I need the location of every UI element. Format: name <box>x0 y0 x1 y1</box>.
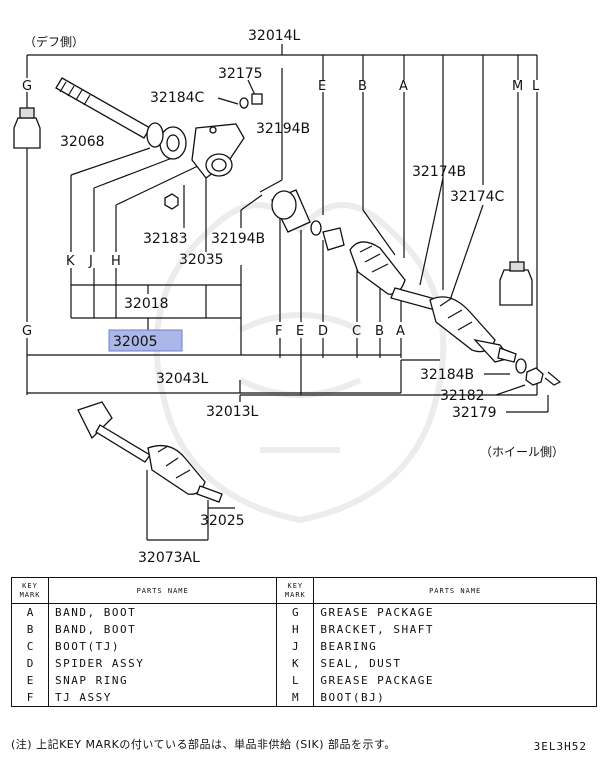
part-grease-package-l <box>499 261 533 306</box>
parts-name-cell: SPIDER ASSY <box>47 655 278 672</box>
table-row: E SNAP RING L GREASE PACKAGE <box>11 672 597 689</box>
drawing-code: 3EL3H52 <box>533 740 587 753</box>
leader-lines <box>26 44 549 541</box>
key-mark-cell: B <box>11 621 49 638</box>
parts-name-cell: BOOT(TJ) <box>47 638 278 655</box>
label-32025[interactable]: 32025 <box>200 513 245 529</box>
label-32014L[interactable]: 32014L <box>248 28 301 44</box>
part-snap-ring-e <box>310 220 322 236</box>
label-32043L[interactable]: 32043L <box>156 371 209 387</box>
key-mark-cell: M <box>276 689 315 707</box>
label-32174B[interactable]: 32174B <box>412 164 466 180</box>
key-letter: B <box>375 324 384 339</box>
key-letter: J <box>88 254 93 269</box>
table-row: F TJ ASSY M BOOT(BJ) <box>11 689 597 707</box>
key-letter: A <box>396 324 405 339</box>
label-32174C[interactable]: 32174C <box>450 189 505 205</box>
key-mark-cell: C <box>11 638 49 655</box>
parts-name-cell: BRACKET, SHAFT <box>313 621 597 638</box>
parts-diagram: （デフ側） （ホイール側） 32014L 32175 32184C 32068 … <box>13 28 564 566</box>
parts-name-cell: SEAL, DUST <box>313 655 597 672</box>
key-letter: L <box>532 79 540 94</box>
wheel-side-label: （ホイール側） <box>480 445 564 459</box>
key-letter: G <box>22 79 32 94</box>
key-letter: C <box>352 324 361 339</box>
key-mark-cell: L <box>276 672 315 689</box>
key-mark-cell: G <box>276 603 315 621</box>
highlight-32005 <box>108 329 183 352</box>
part-dust-seal-k <box>146 122 164 148</box>
label-32035[interactable]: 32035 <box>179 252 224 268</box>
part-bearing-j <box>159 126 187 160</box>
key-mark-cell: D <box>11 655 49 672</box>
key-letters: G E B A M L K J H G F E D C B A <box>22 79 540 339</box>
key-mark-legend-table: KEY MARK PARTS NAME KEY MARK PARTS NAME … <box>11 577 597 707</box>
key-mark-cell: A <box>11 603 49 621</box>
label-32184C[interactable]: 32184C <box>150 90 205 106</box>
key-mark-cell: E <box>11 672 49 689</box>
part-tj-assy-f <box>271 189 311 233</box>
part-boot-tj-c <box>349 241 406 295</box>
table-row: B BAND, BOOT H BRACKET, SHAFT <box>11 621 597 638</box>
label-32179[interactable]: 32179 <box>452 405 497 421</box>
part-outer-joint <box>473 338 517 363</box>
key-letter: E <box>318 79 326 94</box>
key-letter: K <box>66 254 75 269</box>
part-nut-32183 <box>164 193 179 210</box>
parts-name-cell: SNAP RING <box>47 672 278 689</box>
key-mark-cell: H <box>276 621 315 638</box>
diff-side-label: （デフ側） <box>24 34 84 49</box>
key-letter: A <box>399 79 408 94</box>
parts-name-cell: BEARING <box>313 638 597 655</box>
key-mark-header: KEY MARK <box>11 577 49 604</box>
part-inner-shaft-32068 <box>55 77 151 139</box>
key-letter: B <box>358 79 367 94</box>
key-letter: E <box>296 324 304 339</box>
label-32183[interactable]: 32183 <box>143 231 188 247</box>
label-32184B[interactable]: 32184B <box>420 367 474 383</box>
table-row: D SPIDER ASSY K SEAL, DUST <box>11 655 597 672</box>
parts-name-cell: GREASE PACKAGE <box>313 603 597 621</box>
label-32005[interactable]: 32005 <box>113 334 158 350</box>
key-mark-cell: J <box>276 638 315 655</box>
part-bolt-32175 <box>239 93 263 109</box>
label-32182[interactable]: 32182 <box>440 388 485 404</box>
label-32175[interactable]: 32175 <box>218 66 263 82</box>
parts-name-cell: BAND, BOOT <box>47 621 278 638</box>
part-number-labels: 32014L 32175 32184C 32068 32194B 32174B … <box>60 28 505 566</box>
part-bracket-h <box>191 123 245 179</box>
label-32073AL[interactable]: 32073AL <box>138 550 200 566</box>
label-32013L[interactable]: 32013L <box>206 404 259 420</box>
parts-name-cell: TJ ASSY <box>47 689 278 707</box>
parts-name-cell: GREASE PACKAGE <box>313 672 597 689</box>
key-letter: D <box>318 324 328 339</box>
part-grease-package-g <box>13 107 41 149</box>
label-32068[interactable]: 32068 <box>60 134 105 150</box>
part-cotter-pin-32179 <box>544 371 562 386</box>
table-row: A BAND, BOOT G GREASE PACKAGE <box>11 603 597 621</box>
footnote: (注) 上記KEY MARKの付いている部品は、単品非供給 (SIK) 部品を示… <box>11 738 396 751</box>
label-32194B-mid[interactable]: 32194B <box>211 231 265 247</box>
part-nut-32182 <box>525 367 544 386</box>
label-32018[interactable]: 32018 <box>124 296 169 312</box>
table-row: C BOOT(TJ) J BEARING <box>11 638 597 655</box>
part-spider-d <box>322 227 345 251</box>
key-letter: G <box>22 324 32 339</box>
part-boot-bj-m <box>429 296 496 353</box>
label-32194B-top[interactable]: 32194B <box>256 121 310 137</box>
legend-header-row: KEY MARK PARTS NAME KEY MARK PARTS NAME <box>11 577 597 604</box>
parts-name-header: PARTS NAME <box>313 577 597 604</box>
key-mark-header: KEY MARK <box>276 577 315 604</box>
key-letter: F <box>275 324 282 339</box>
parts-name-cell: BAND, BOOT <box>47 603 278 621</box>
key-mark-cell: F <box>11 689 49 707</box>
part-spare-shaft-assy <box>77 401 223 503</box>
part-nut-32184B <box>515 358 527 374</box>
parts-name-header: PARTS NAME <box>47 577 278 604</box>
key-mark-cell: K <box>276 655 315 672</box>
key-letter: M <box>512 79 523 94</box>
key-letter: H <box>111 254 121 269</box>
parts-name-cell: BOOT(BJ) <box>313 689 597 707</box>
